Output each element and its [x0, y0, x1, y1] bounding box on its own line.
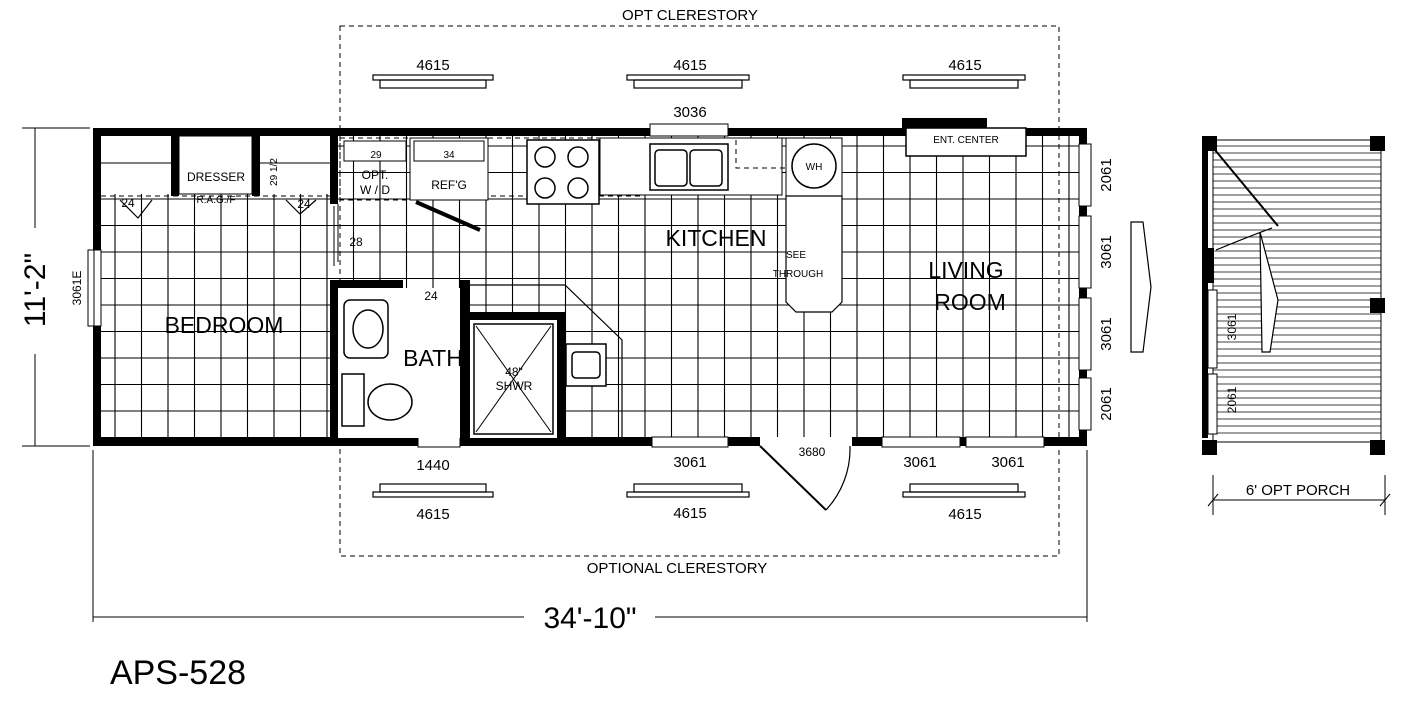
- side-window-code: 3061: [673, 454, 706, 471]
- bath-dim: 24: [424, 289, 438, 303]
- kitchen-counters: [333, 118, 1027, 313]
- room-label-bedroom: BEDROOM: [165, 312, 284, 338]
- dresser-label: DRESSER: [187, 170, 245, 184]
- clerestory-window-code: 4615: [673, 505, 706, 522]
- door-code: 3680: [799, 445, 826, 459]
- shower-label: SHWR: [496, 379, 533, 393]
- clerestory-windows-top: [372, 74, 1026, 89]
- rag-label: R.A.G./F: [197, 195, 236, 206]
- overall-width-dimension: 11'-2": [19, 253, 52, 327]
- door-dim: 28: [349, 235, 363, 249]
- porch-window-code: 2061: [1225, 386, 1239, 413]
- clerestory-windows-bottom: [372, 483, 1026, 498]
- clerestory-window-code: 4615: [416, 506, 449, 523]
- overall-length-dimension: 34'-10": [543, 602, 636, 635]
- clerestory-bottom-label: OPTIONAL CLERESTORY: [587, 560, 768, 577]
- room-label-living: LIVING: [928, 257, 1003, 283]
- clerestory-window-code: 4615: [948, 57, 981, 74]
- closet-dim: 24: [297, 197, 311, 211]
- room-label-living: ROOM: [934, 289, 1006, 315]
- dimension-lines: [22, 127, 1391, 622]
- end-window-code: 2061: [1098, 158, 1115, 191]
- porch-window-code: 3061: [1225, 313, 1239, 340]
- closet-dim: 24: [121, 196, 135, 210]
- room-label-kitchen: KITCHEN: [666, 225, 767, 251]
- kitchen-window-code: 3036: [673, 104, 706, 121]
- model-number: APS-528: [110, 654, 246, 692]
- see-through-label: THROUGH: [773, 269, 824, 280]
- see-through-label: SEE: [786, 250, 806, 261]
- entry-door: [759, 445, 851, 511]
- porch-drawing: [1202, 136, 1385, 455]
- washer-dryer-label: W / D: [360, 183, 390, 197]
- clerestory-top-label: OPT CLERESTORY: [622, 7, 758, 24]
- room-label-bath: BATH: [403, 345, 463, 371]
- porch-arrow: [1130, 221, 1152, 353]
- ent-center-label: ENT. CENTER: [933, 135, 999, 146]
- clerestory-window-code: 4615: [948, 506, 981, 523]
- porch-label: 6' OPT PORCH: [1246, 482, 1350, 499]
- clerestory-window-code: 4615: [673, 57, 706, 74]
- bedroom-closets: [101, 135, 330, 219]
- side-window-code: 3061: [903, 454, 936, 471]
- wd-dim: 29: [370, 150, 382, 161]
- window-openings: [87, 123, 1092, 448]
- bedroom-end-window-code: 3061E: [70, 271, 84, 306]
- side-window-code: 3061: [991, 454, 1024, 471]
- water-heater-label: WH: [806, 162, 823, 173]
- shower-label: 48": [505, 365, 523, 379]
- refg-dim: 34: [443, 150, 455, 161]
- end-window-code: 2061: [1098, 387, 1115, 420]
- closet-half-dim: 29 1/2: [269, 158, 280, 186]
- bath-window-code: 1440: [416, 457, 449, 474]
- interior-walls: [171, 136, 566, 440]
- end-window-code: 3061: [1098, 235, 1115, 268]
- refrigerator-label: REF'G: [431, 178, 467, 192]
- washer-dryer-label: OPT.: [362, 168, 389, 182]
- clerestory-window-code: 4615: [416, 57, 449, 74]
- bathroom-fixtures: [338, 284, 623, 438]
- end-window-code: 3061: [1098, 317, 1115, 350]
